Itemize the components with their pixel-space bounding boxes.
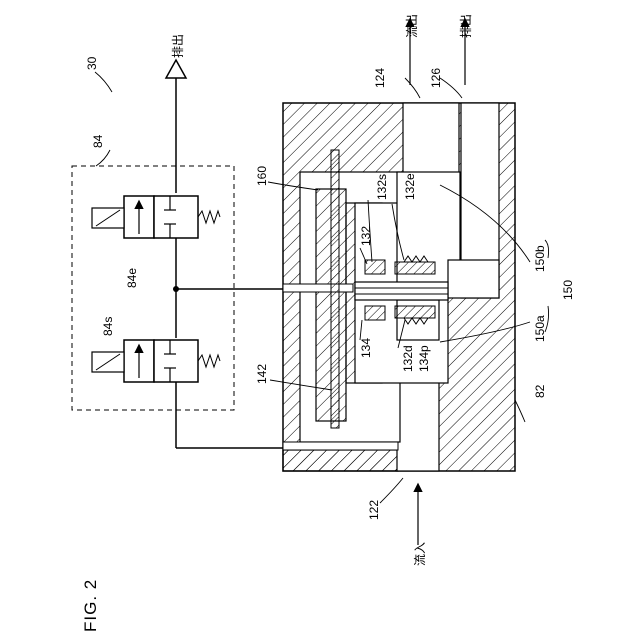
label-outflow: 流出 [405,14,419,38]
pilot-lines [173,78,283,448]
label-84s: 84s [101,317,115,336]
label-exhaust-main: 排出 [459,14,473,38]
label-134: 134 [359,338,373,358]
label-132s: 132s [375,174,389,200]
label-132e: 132e [403,173,417,200]
diaphragm [331,150,339,428]
label-134p: 134p [417,345,431,372]
label-inflow: 流入 [413,542,427,566]
label-84e: 84e [125,268,139,288]
solenoid-valve-upper [92,196,220,238]
label-142: 142 [255,364,269,384]
label-132d: 132d [401,345,415,372]
label-150: 150 [561,280,575,300]
piston-rod [355,282,448,300]
label-exhaust-pilot: 排出 [171,34,185,58]
label-150a: 150a [533,315,547,342]
label-84: 84 [91,134,105,148]
label-82: 82 [533,384,547,398]
label-124: 124 [373,68,387,88]
label-122: 122 [367,500,381,520]
label-126: 126 [429,68,443,88]
label-132: 132 [359,226,373,246]
label-30: 30 [85,56,99,70]
label-160: 160 [255,166,269,186]
label-150b: 150b [533,245,547,272]
exhaust-triangle-icon [166,60,186,78]
fig-title: FIG. 2 [81,579,100,632]
solenoid-valve-lower [92,340,220,382]
